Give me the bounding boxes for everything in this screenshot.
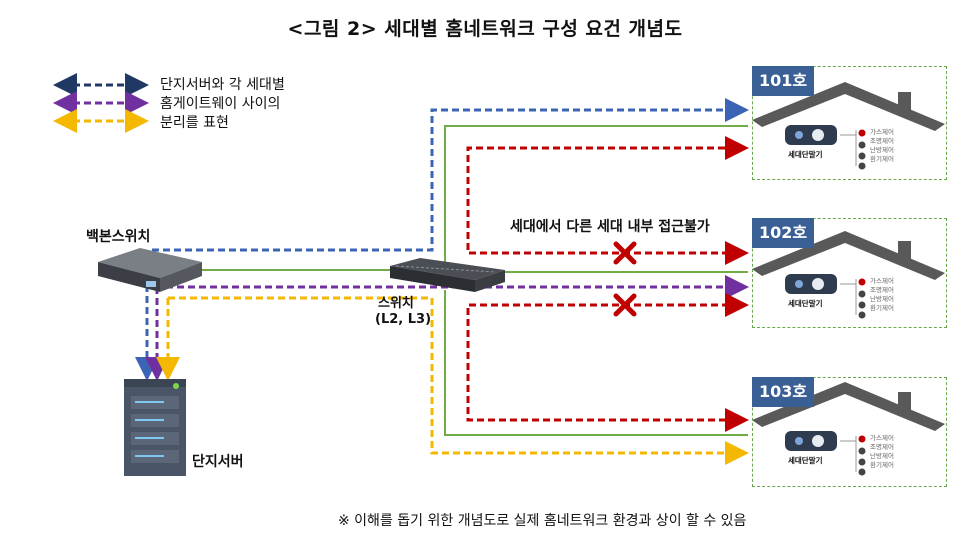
home-terminal-label-102: 세대단말기 bbox=[788, 299, 823, 308]
red-path-101-102 bbox=[466, 136, 749, 265]
switch-label: 스위치 (L2, L3) bbox=[375, 296, 431, 328]
device-list-102: 가스제어 조명제어 난방제어 환기제어 bbox=[870, 277, 894, 313]
red-path-102-103 bbox=[466, 293, 749, 432]
unit-label-102: 102호 bbox=[752, 218, 814, 248]
control-nodes-101 bbox=[840, 129, 866, 170]
device-item: 조명제어 bbox=[870, 443, 894, 451]
home-terminal-icon-102 bbox=[785, 274, 837, 294]
control-nodes-102 bbox=[840, 278, 866, 319]
blue-path-101 bbox=[152, 98, 749, 252]
switch-label-line1: 스위치 bbox=[378, 296, 414, 311]
blocked-x-mark-1 bbox=[613, 241, 637, 265]
home-terminal-icon-101 bbox=[785, 125, 837, 145]
green-links bbox=[200, 125, 748, 436]
device-item: 가스제어 bbox=[870, 277, 894, 285]
device-list-103: 가스제어 조명제어 난방제어 환기제어 bbox=[870, 434, 894, 470]
device-item: 환기제어 bbox=[870, 155, 894, 163]
device-item: 조명제어 bbox=[870, 286, 894, 294]
legend-line-3: 분리를 표현 bbox=[160, 115, 229, 131]
unit-label-103: 103호 bbox=[752, 377, 814, 407]
device-item: 환기제어 bbox=[870, 461, 894, 469]
unit-box-101 bbox=[752, 66, 947, 180]
unit-box-102 bbox=[752, 218, 947, 328]
legend-line-2: 홈게이트웨이 사이의 bbox=[160, 96, 281, 112]
device-item: 난방제어 bbox=[870, 295, 894, 303]
control-nodes-103 bbox=[840, 435, 866, 476]
unit-label-101: 101호 bbox=[752, 66, 814, 96]
device-item: 난방제어 bbox=[870, 452, 894, 460]
l2-l3-switch-icon bbox=[390, 258, 505, 292]
backbone-switch-icon bbox=[98, 248, 202, 292]
legend-text-group: 단지서버와 각 세대별 홈게이트웨이 사이의 분리를 표현 bbox=[160, 76, 285, 133]
diagram-title: <그림 2> 세대별 홈네트워크 구성 요건 개념도 bbox=[287, 18, 683, 40]
footnote: ※ 이해를 돕기 위한 개념도로 실제 홈네트워크 환경과 상이 할 수 있음 bbox=[338, 513, 747, 529]
house-roof-icon-101 bbox=[752, 82, 945, 131]
device-item: 조명제어 bbox=[870, 137, 894, 145]
yellow-path-103 bbox=[168, 296, 749, 465]
device-item: 가스제어 bbox=[870, 128, 894, 136]
home-terminal-label-103: 세대단말기 bbox=[788, 456, 823, 465]
device-list-101: 가스제어 조명제어 난방제어 환기제어 bbox=[870, 128, 894, 164]
server-label: 단지서버 bbox=[192, 454, 244, 470]
blocked-x-mark-2 bbox=[613, 293, 637, 317]
switch-label-line2: (L2, L3) bbox=[375, 312, 432, 327]
device-item: 난방제어 bbox=[870, 146, 894, 154]
backbone-switch-label: 백본스위치 bbox=[86, 229, 151, 245]
device-item: 환기제어 bbox=[870, 304, 894, 312]
legend-line-1: 단지서버와 각 세대별 bbox=[160, 77, 285, 93]
unit-box-103 bbox=[752, 377, 947, 487]
blocked-access-label: 세대에서 다른 세대 내부 접근불가 bbox=[510, 219, 710, 235]
home-terminal-label-101: 세대단말기 bbox=[788, 150, 823, 159]
home-terminal-icon-103 bbox=[785, 431, 837, 451]
device-item: 가스제어 bbox=[870, 434, 894, 442]
complex-server-icon bbox=[124, 379, 186, 476]
house-roof-icon-102 bbox=[752, 231, 945, 280]
